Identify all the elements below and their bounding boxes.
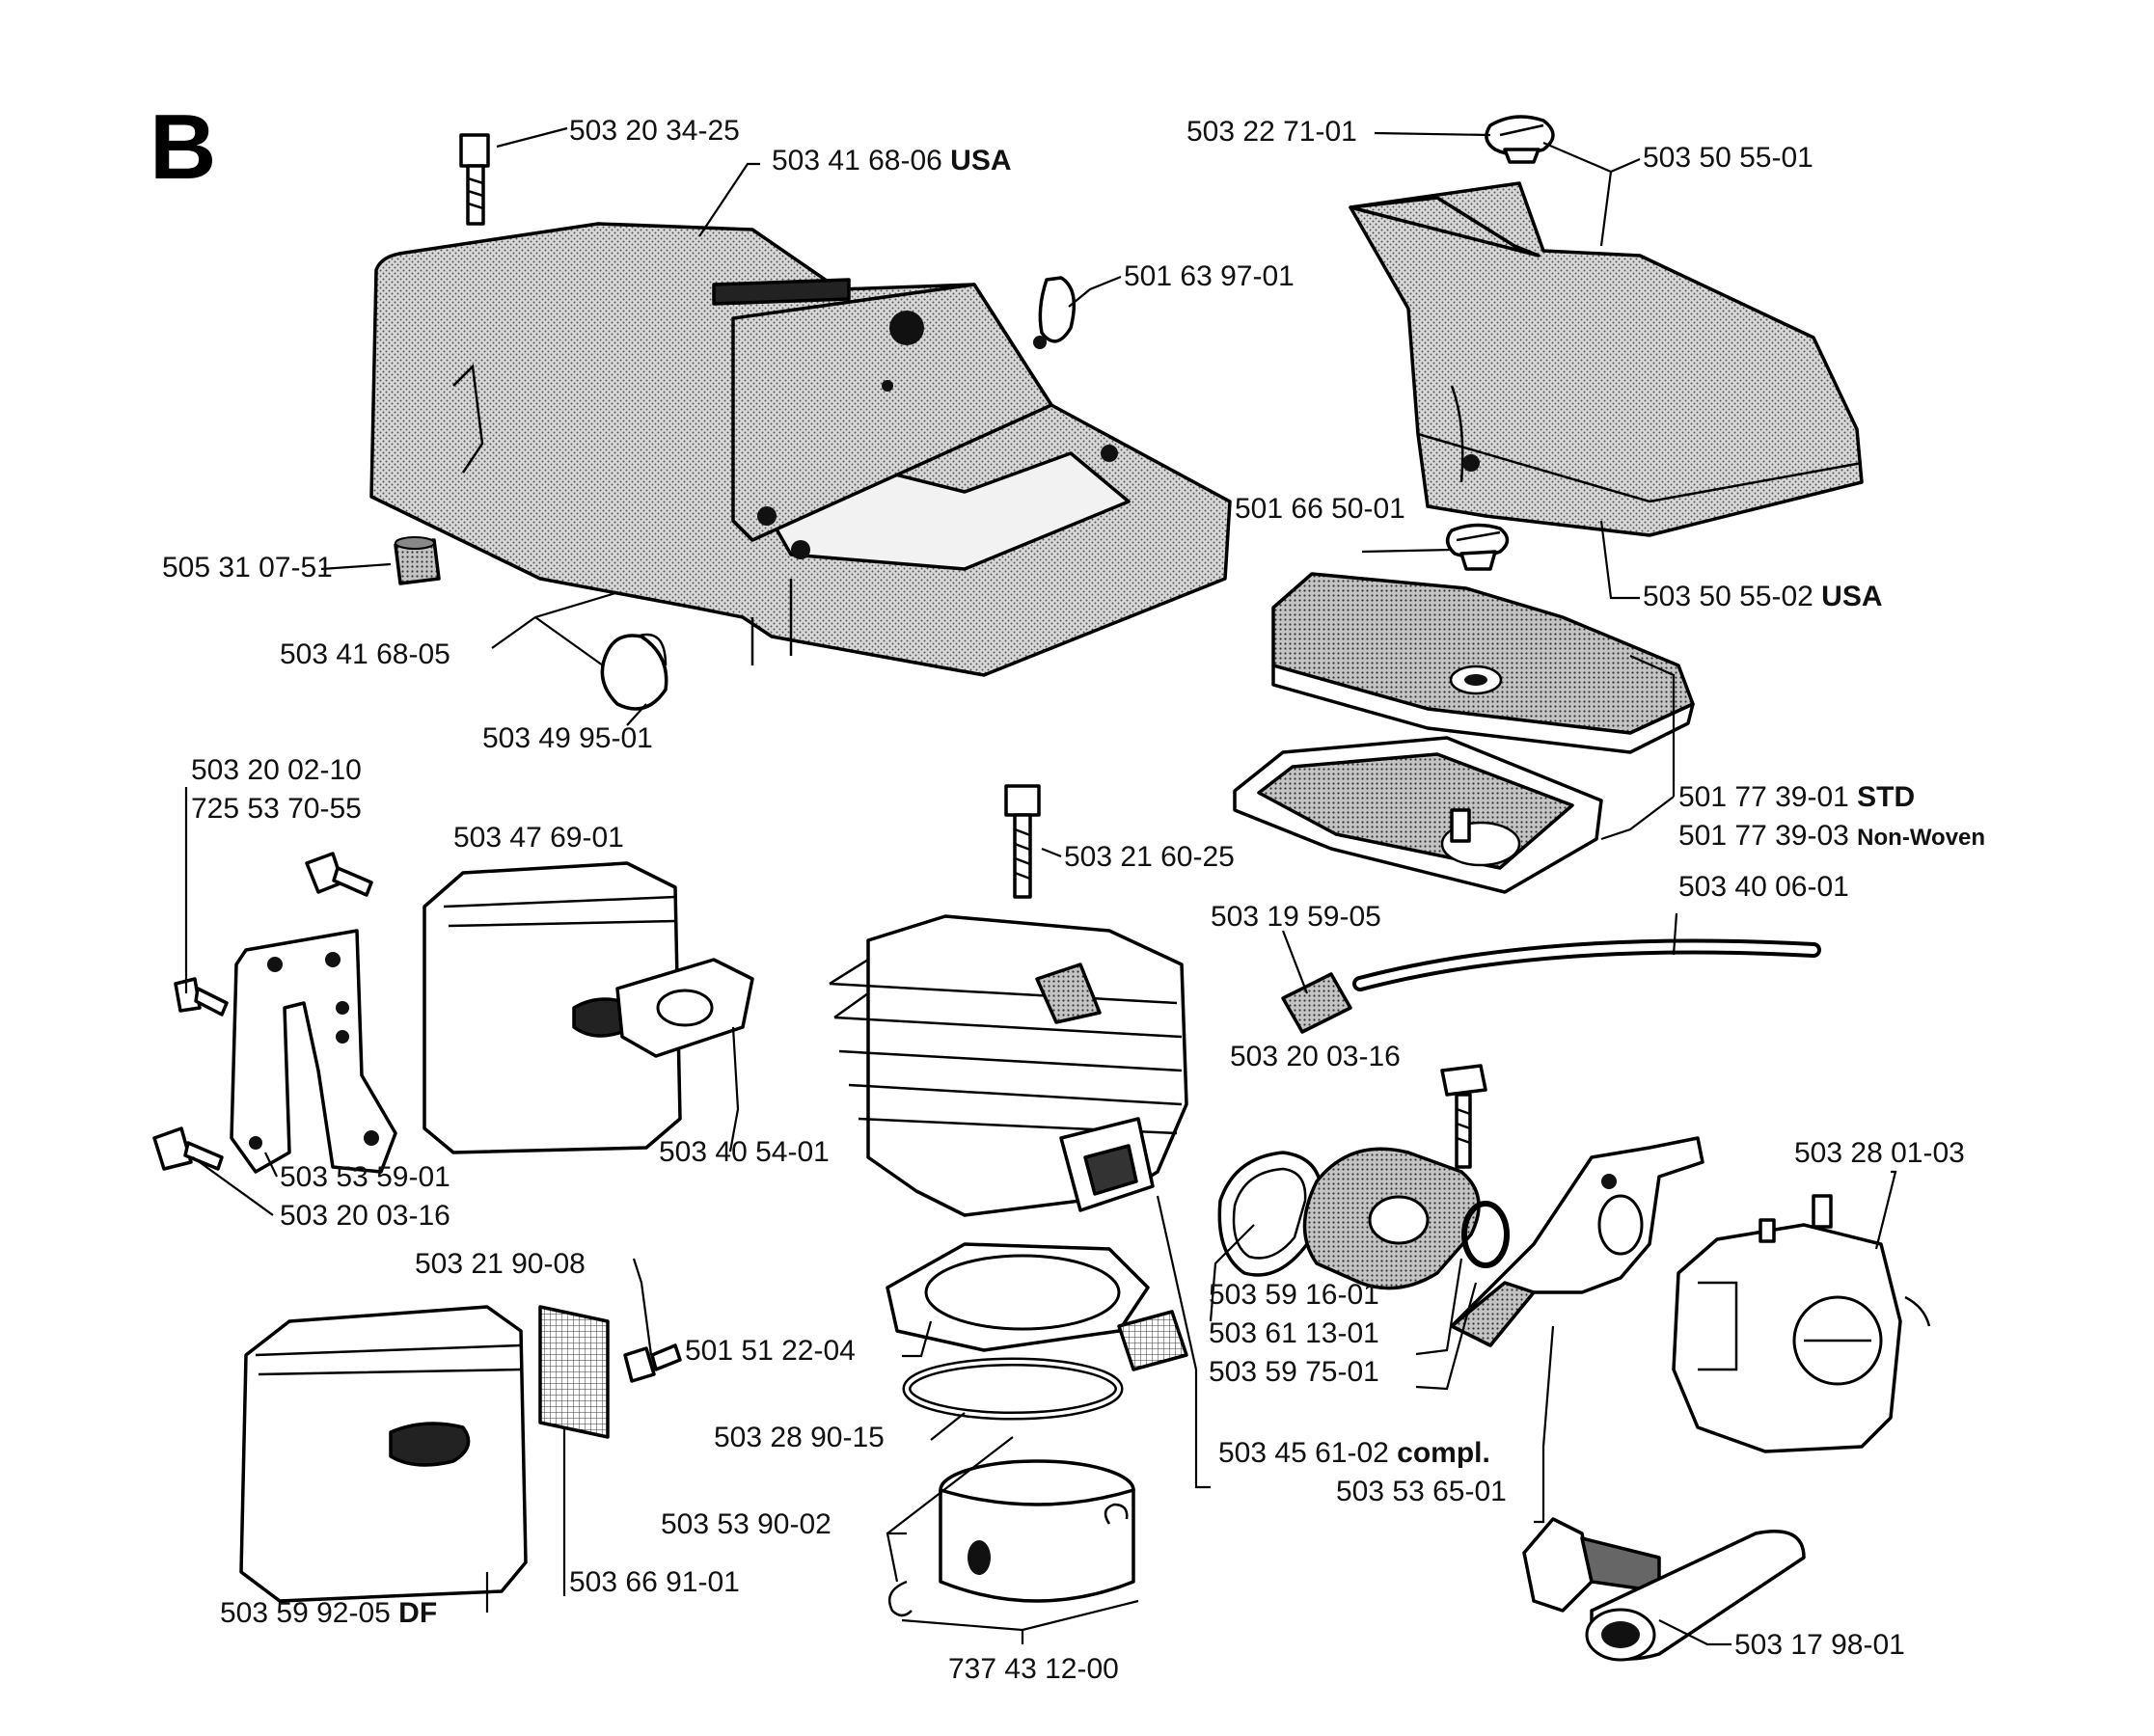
fuel-filter-part [1281,972,1352,1034]
bushing-part [394,536,441,585]
label-p27: 503 59 75-01 [1209,1356,1379,1388]
label-p19: 503 40 54-01 [659,1136,830,1168]
muffler-df-part [239,1305,528,1603]
label-p29: 503 28 90-15 [714,1422,885,1453]
label-p8: 505 31 07-51 [162,552,333,583]
air-filter-top-part [1271,572,1695,754]
rubber-buffer-part [600,633,668,711]
label-p3: 501 63 97-01 [1124,260,1295,292]
label-p22: 503 20 03-16 [1230,1041,1401,1072]
label-p4: 503 22 71-01 [1186,116,1357,148]
intake-manifold-part [1302,1147,1481,1290]
bracket-screw-mid-part [174,977,229,1017]
label-p7: 503 50 55-02 USA [1643,581,1883,612]
piston-part [939,1459,1135,1603]
intake-screw-part [1440,1064,1487,1169]
muffler-bracket-part [230,929,397,1174]
adjuster-tool-part [1522,1517,1806,1662]
base-gasket-part [886,1242,1150,1352]
top-cover-part [369,222,1232,677]
filter-knob-part [1445,523,1510,571]
seal-ring-part [1461,1201,1510,1268]
label-p11: 501 77 39-01 STD [1678,781,1915,813]
circlip-part [887,1503,1129,1617]
label-p14: 725 53 70-55 [191,793,362,825]
throttle-bracket-part [1450,1136,1704,1347]
bracket-screw-upper-part [305,852,373,897]
label-p6: 501 66 50-01 [1235,493,1405,525]
needle-bearing-part [1117,1310,1188,1371]
label-p26: 503 61 13-01 [1209,1317,1379,1349]
label-p36: 737 43 12-00 [948,1653,1119,1685]
label-p25: 503 59 16-01 [1209,1279,1379,1311]
spark-screen-part [538,1305,610,1439]
part-labels: 503 20 34-25 503 41 68-06 USA 501 63 97-… [162,115,1985,1685]
top-knob-part [1485,115,1555,164]
label-p15: 503 47 69-01 [453,822,624,854]
label-p17: 503 40 06-01 [1678,871,1849,903]
label-p34: 503 66 91-01 [569,1566,740,1598]
cylinder-part [829,914,1188,1217]
label-p20: 503 53 59-01 [280,1161,450,1193]
label-p24: 503 21 90-08 [415,1248,586,1280]
label-p2: 503 41 68-06 USA [772,145,1012,176]
leader-lines [184,126,1897,1646]
bracket-screw-lower-part [152,1126,224,1171]
label-p33: 503 59 92-05 DF [220,1597,437,1629]
label-p35: 503 17 98-01 [1734,1629,1905,1661]
intake-gasket-part [1217,1151,1323,1277]
label-p30: 503 45 61-02 compl. [1218,1437,1490,1469]
label-p16: 503 21 60-25 [1064,841,1235,873]
muffler-part [423,861,682,1154]
label-p10: 503 49 95-01 [482,722,653,754]
label-p13: 503 20 02-10 [191,754,362,786]
section-letter: B [150,95,216,199]
fuel-hose-part [1352,938,1821,991]
label-p32: 503 53 90-02 [661,1508,832,1540]
cylinder-screw-part [1004,784,1041,899]
label-p9: 503 41 68-05 [280,638,450,670]
label-p23: 503 28 01-03 [1794,1137,1965,1169]
label-p5: 503 50 55-01 [1643,142,1813,174]
label-p21: 503 20 03-16 [280,1200,450,1232]
carburetor-part [1672,1194,1931,1453]
label-p12: 501 77 39-03 Non-Woven [1678,820,1985,852]
muffler-gasket-part [615,958,754,1058]
clip-part [1033,276,1077,349]
label-p28: 501 51 22-04 [685,1335,856,1367]
cover-screw-part [459,133,490,226]
piston-ring-part [902,1357,1124,1421]
screen-screw-part [623,1343,682,1383]
air-filter-bottom-part [1233,736,1603,894]
label-p31: 503 53 65-01 [1336,1476,1507,1507]
label-p18: 503 19 59-05 [1211,901,1381,933]
filter-cover-part [1349,181,1864,537]
label-p1: 503 20 34-25 [569,115,740,147]
